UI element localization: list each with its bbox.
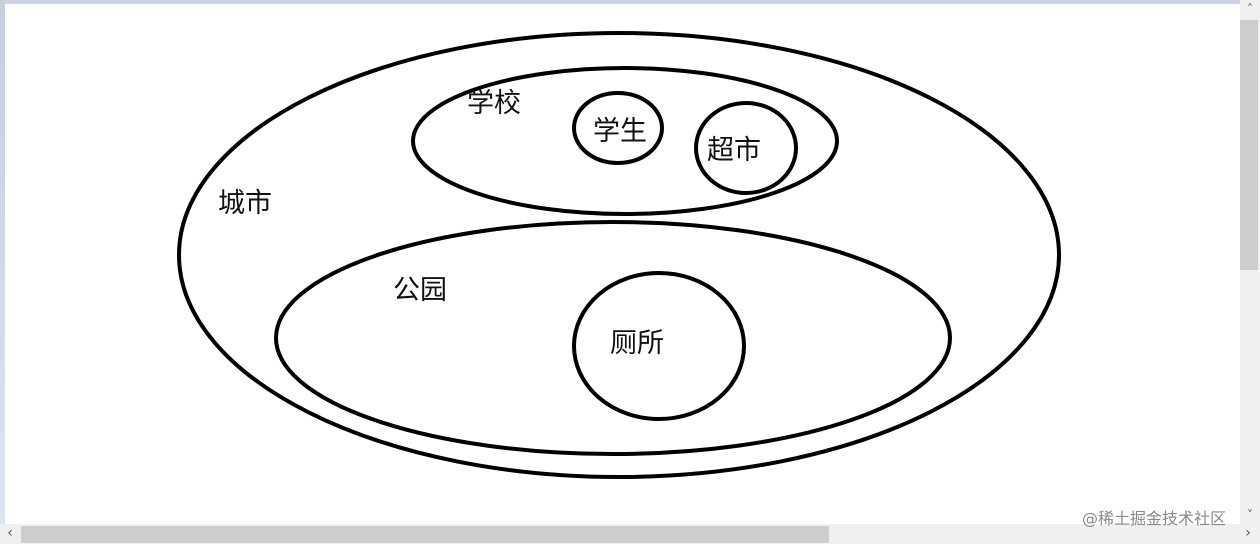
- city-ellipse: [177, 31, 1061, 479]
- park-ellipse: [274, 220, 952, 456]
- toilet-circle: [572, 271, 746, 421]
- horizontal-scrollbar[interactable]: ‹ ›: [0, 524, 1260, 544]
- vertical-scroll-thumb[interactable]: [1240, 20, 1258, 270]
- school-label: 学校: [467, 88, 521, 119]
- scroll-up-icon[interactable]: ˄: [1247, 2, 1253, 16]
- supermarket-circle: [694, 101, 798, 195]
- student-circle: [572, 91, 664, 165]
- school-ellipse: [411, 66, 839, 216]
- scroll-left-icon[interactable]: ‹: [7, 525, 13, 541]
- diagram-canvas: 学校 学生 超市 城市 公园 厕所: [5, 4, 1240, 524]
- student-label: 学生: [593, 116, 647, 147]
- supermarket-label: 超市: [707, 135, 761, 166]
- horizontal-scroll-thumb[interactable]: [21, 526, 829, 543]
- vertical-scrollbar[interactable]: ˄ ˅: [1240, 0, 1260, 524]
- watermark: @稀土掘金技术社区: [1082, 509, 1227, 528]
- toilet-label: 厕所: [610, 328, 664, 359]
- set-diagram: [177, 31, 1061, 479]
- scroll-right-icon[interactable]: ›: [1245, 525, 1251, 541]
- park-label: 公园: [393, 275, 447, 306]
- scroll-down-icon[interactable]: ˅: [1247, 508, 1253, 522]
- city-label: 城市: [218, 188, 272, 219]
- window-top-border: [0, 0, 1240, 4]
- window-left-border: [0, 0, 5, 524]
